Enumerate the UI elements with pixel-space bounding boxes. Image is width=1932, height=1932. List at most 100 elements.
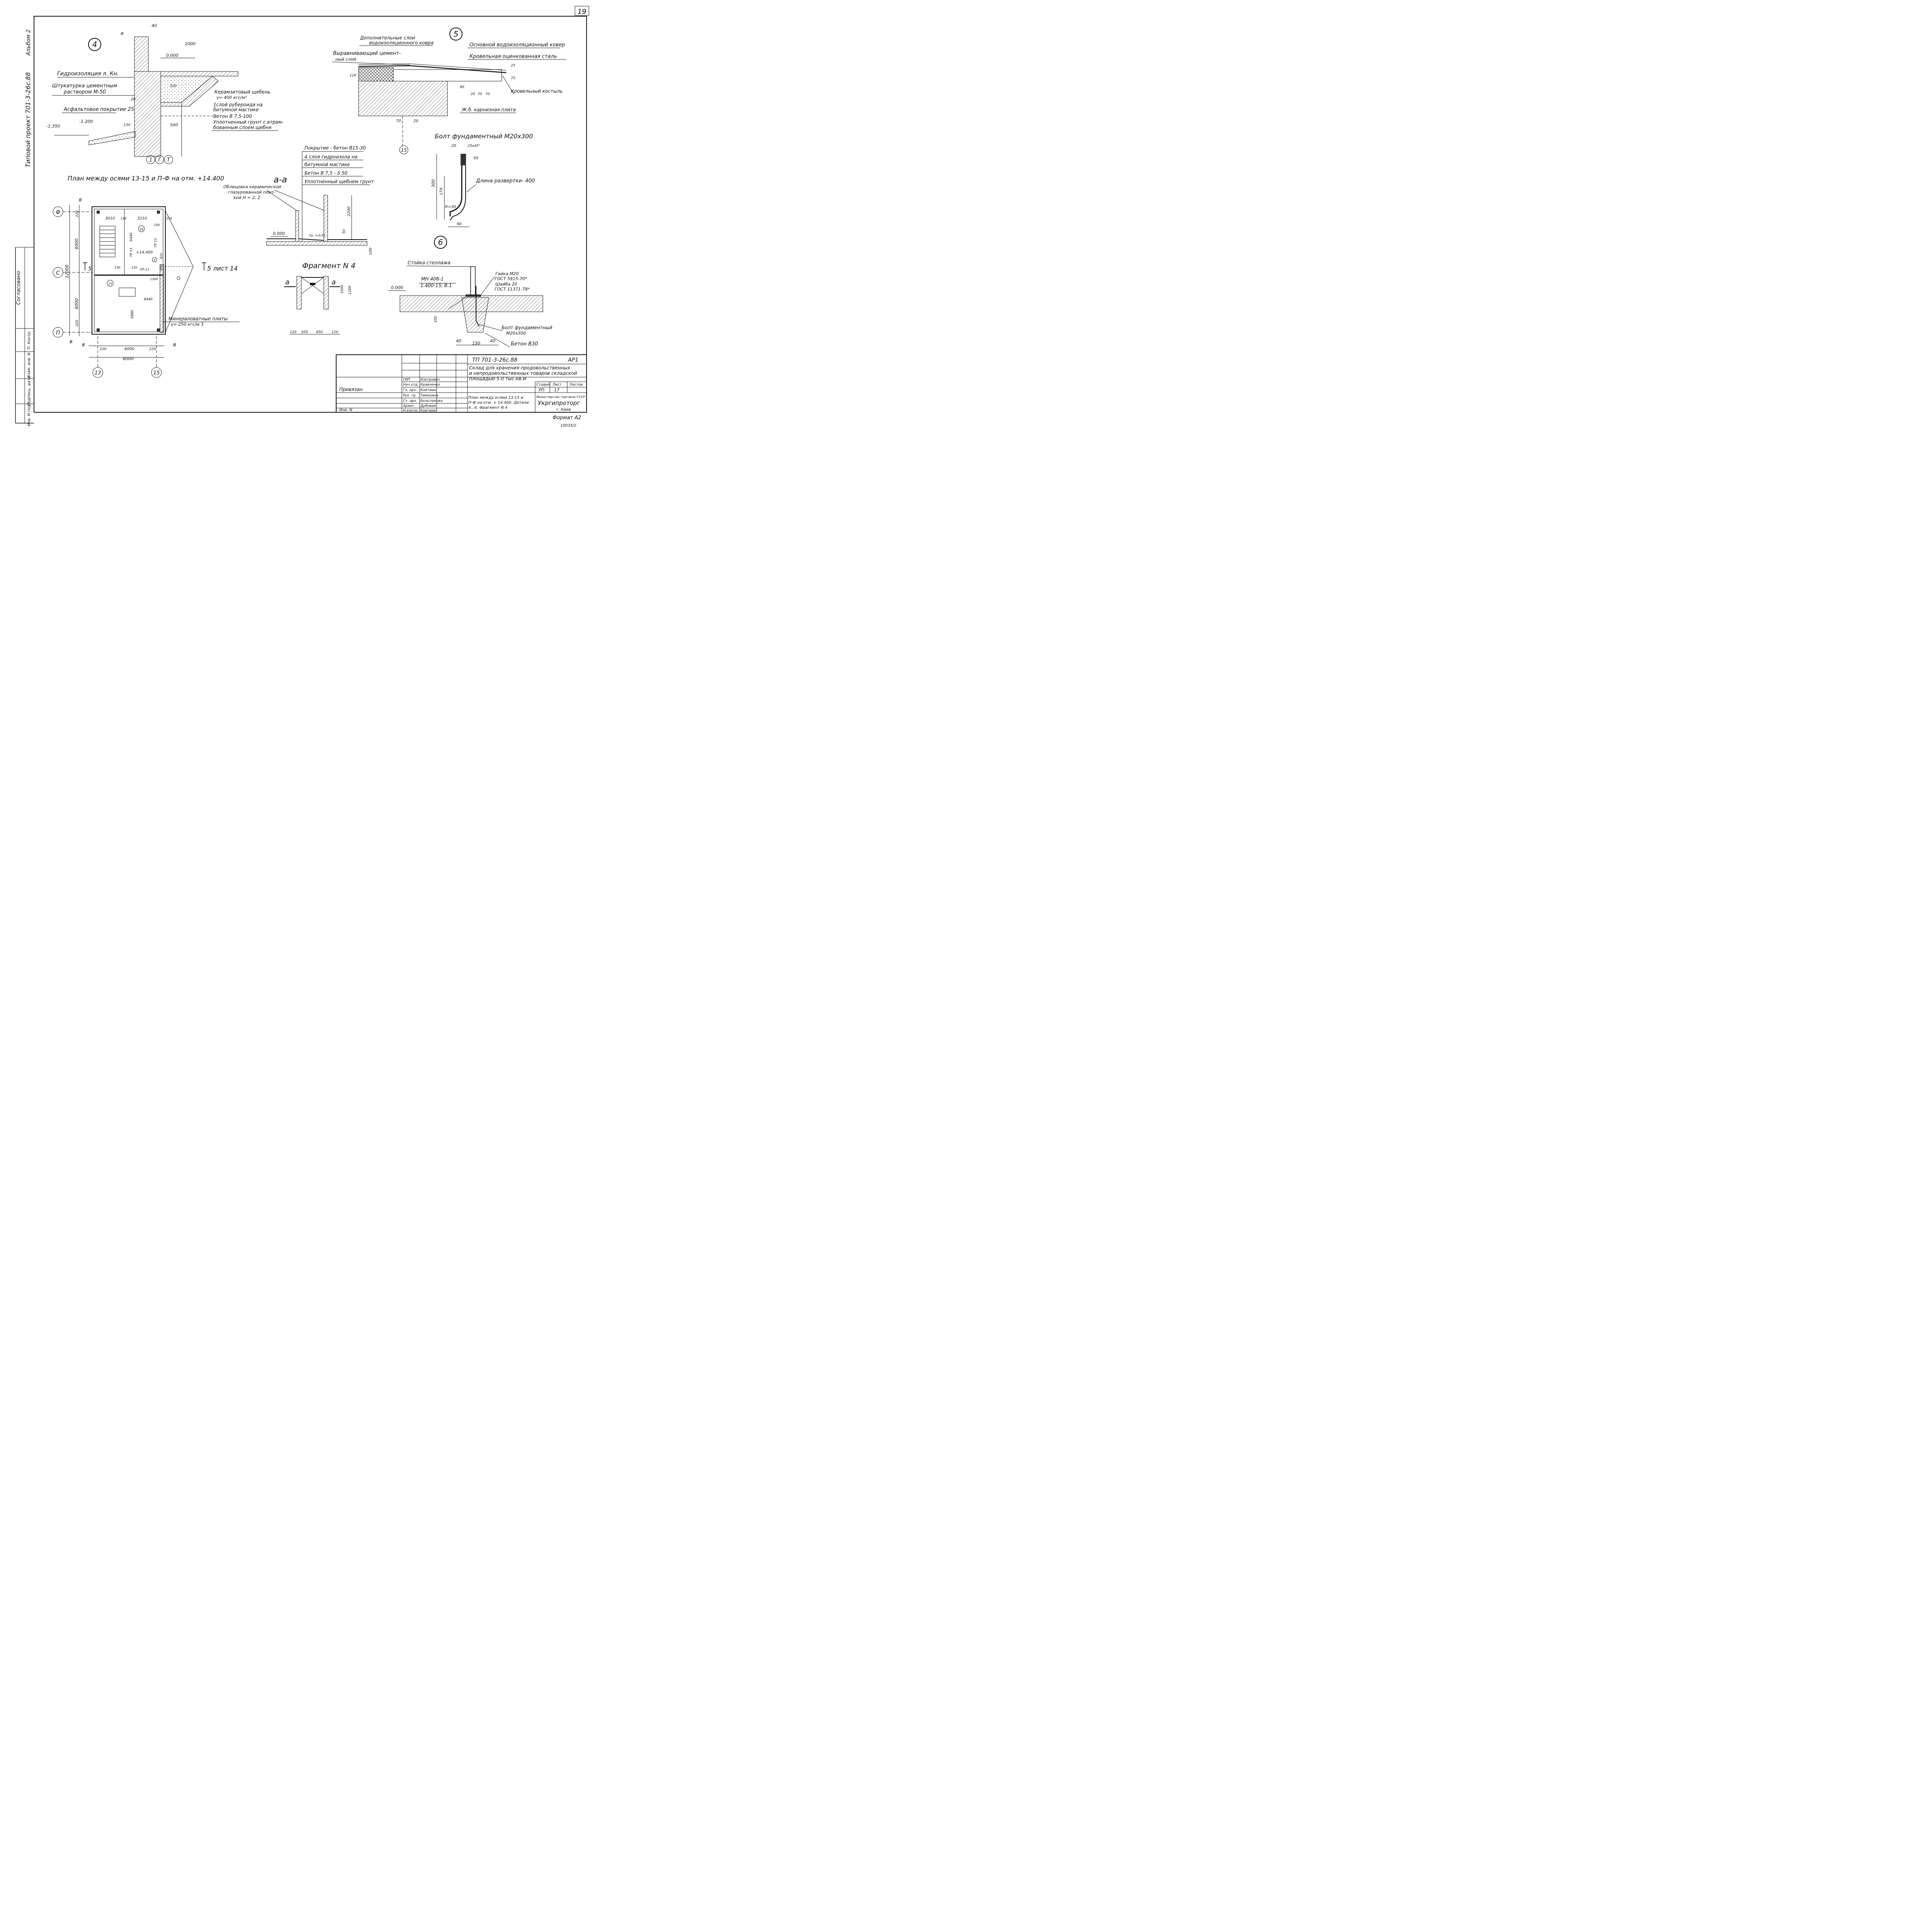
bolt-dim-20: 20: [451, 144, 456, 148]
bolt-dim-50: 50: [473, 156, 478, 160]
section-aa-layer-3: битумной мастике: [304, 162, 350, 167]
detail-4-dim-150: 150: [124, 123, 130, 127]
tb-role-4: Рук. гр.: [403, 394, 417, 398]
drawing-sheet: 19 Альбом 2 Типовой проект 701-3-26с.88 …: [15, 6, 589, 428]
section-aa-dim-100: 100: [369, 248, 373, 255]
detail-5-dim-120: 120: [350, 74, 356, 78]
detail-5-leveling-1: Выравнивающий цемент-: [333, 51, 401, 56]
section-aa-layer-4: Бетон В 7,5 - δ 50: [304, 170, 347, 176]
tb-role-3: Гл. арх.: [403, 388, 417, 392]
detail-5-main-carpet: Основной водоизоляционный ковер: [469, 42, 565, 48]
plan-dim-100: 100: [154, 223, 160, 227]
detail-5-dim-20b: 20: [413, 119, 418, 123]
fragment-4-dim-650a: 650: [301, 330, 308, 334]
bolt-dim-90: 90: [457, 222, 462, 226]
detail-6-bolt-1: Болт фундаментный: [502, 325, 552, 330]
detail-4-claydite-1: Керамзитовый щебень: [214, 89, 270, 95]
fragment-4-dim-1000: 1000: [340, 285, 344, 294]
detail-6-rack: Стойка стеллажа: [408, 260, 451, 265]
tb-inv: Инв. N: [339, 408, 352, 412]
detail-5-dim-90: 90: [460, 85, 464, 89]
tb-sheet: 17: [554, 388, 560, 393]
tb-name-person-6: Дубовая: [420, 404, 436, 408]
plan-level: +14.400: [136, 250, 153, 255]
plan-dim-v-bottom: в: [70, 339, 73, 345]
title-block: ТП 701-3-26с.88 АР1 Склад для хранения п…: [336, 354, 587, 413]
detail-4-ruberoid-1: 1слой рубероида на: [213, 102, 263, 107]
detail-6-level: 0.000: [391, 285, 403, 290]
plan-axis-13: 13: [95, 370, 101, 376]
section-aa-slope: Тр. i=0,02: [309, 234, 325, 237]
plan-dim-150: 150: [114, 266, 120, 269]
tb-stage-header: Стадия: [536, 383, 550, 387]
plan-dim-v-right: в: [173, 342, 176, 348]
plan-dim-6000a: 6000: [74, 238, 79, 249]
bolt-detail: Болт фундаментный М20х300 20 25x45° 50 3…: [431, 133, 535, 227]
agreed-label: Согласовано: [16, 271, 22, 304]
detail-5-slab: [358, 67, 394, 82]
detail-6-marker: 6: [438, 238, 443, 247]
bolt-title: Болт фундаментный М20х300: [435, 133, 533, 140]
detail-4-axis-g: Г: [158, 157, 162, 163]
detail-6-mn-2: 1.400-15; В.1: [420, 283, 452, 288]
plan-dim-220b: 220: [75, 320, 79, 327]
detail-4-marker: 4: [92, 40, 97, 49]
plan-dim-6000d: 6000: [123, 356, 134, 361]
tb-sheet-header: Лист: [552, 383, 562, 387]
tb-role-7: Н.контр.: [403, 409, 418, 413]
detail-6-bolt-2: М20х300: [506, 331, 526, 336]
detail-4-hydro: Гидроизоляция л. Кн.: [57, 71, 119, 77]
detail-4-concrete: Бетон В 7,5-100: [213, 114, 252, 119]
stamp-field-inv: Инв. N подл.: [27, 401, 31, 426]
bolt-dim-300: 300: [431, 179, 436, 187]
tb-org-1: Министерство торговли СССР: [536, 395, 585, 399]
tb-name-3: площадью 5.0 тыс.кв.м: [469, 376, 526, 381]
detail-6-concrete: Бетон В30: [511, 341, 538, 347]
fragment-4-cut-right: а: [332, 278, 336, 286]
detail-5-dim-70b: 70: [485, 92, 490, 96]
tb-mark: АР1: [568, 357, 578, 363]
plan-section-ref: 5 лист 14: [207, 265, 238, 272]
tb-name-person-2: Кравченко: [420, 383, 440, 387]
detail-6-dim-150: 150: [472, 341, 480, 346]
detail-6-dim-350: 350: [434, 316, 438, 323]
plan-dim-1300: 1300: [150, 277, 158, 281]
plan-dim-6000c: 6000: [124, 347, 134, 351]
tb-name-1: Склад для хранения продовольственных: [469, 365, 571, 371]
bolt-dim-174: 174: [439, 188, 444, 195]
detail-4-level-1350: -1.350: [46, 124, 60, 129]
detail-4-a: а: [121, 31, 123, 36]
tb-desc-3: 4...6. Фрагмент N 4: [468, 406, 507, 410]
fragment-4: Фрагмент N 4 а а 1000 1200 120 650 650 1…: [284, 262, 355, 335]
detail-6-washer-1: Шайба 20: [495, 282, 517, 287]
plan-section-mark: 5: [88, 266, 92, 272]
detail-4-dim-20: 20: [131, 97, 136, 102]
bolt-radius: R=30: [445, 205, 456, 209]
detail-4-soil-2: бованным слоем щебня: [213, 125, 271, 130]
plan-room-8: 8: [154, 259, 156, 262]
detail-4: 4 а 40 1000 0.000 20 500 -1.200 -1.350 1…: [46, 23, 284, 164]
detail-6-dim-40b: 40: [490, 338, 495, 344]
tb-role-6: Архит.: [403, 404, 415, 408]
detail-5-extra-1: Дополнительные слои: [360, 35, 415, 41]
detail-4-foundation: [134, 71, 161, 157]
detail-5-axis: 15: [401, 148, 406, 153]
tb-name-person-3: Ковтаюк: [420, 388, 437, 392]
detail-4-asphalt: Асфальтовое покрытие 25: [63, 107, 134, 112]
detail-4-level-0: 0.000: [166, 53, 179, 58]
detail-4-axis-t: Т: [167, 157, 170, 163]
detail-6-mn-1: МН 408-1: [421, 276, 444, 282]
fragment-4-dim-650b: 650: [316, 330, 323, 334]
section-aa-layer-5: Уплотненный щебнем грунт: [304, 179, 374, 184]
tb-name-person-5: Бельтюкова: [420, 399, 442, 403]
detail-4-level-1200: -1.200: [79, 119, 93, 124]
sheet-frame: [34, 16, 587, 413]
detail-6-washer-2: ГОСТ 11371-78*: [495, 287, 530, 292]
project-label: Типовой проект 701-3-26с.88: [24, 72, 32, 167]
tb-name-person-1: Изетрович: [420, 378, 440, 382]
section-aa-layer-2: 4 слоя гидроизола на: [304, 154, 357, 160]
tb-sheets-header: Листов: [569, 383, 583, 387]
detail-5-dim-70c: 70: [396, 119, 401, 123]
tb-name-person-7: Ковтаюк: [420, 409, 437, 413]
plan-pr13-b: ПР-13: [140, 268, 149, 271]
